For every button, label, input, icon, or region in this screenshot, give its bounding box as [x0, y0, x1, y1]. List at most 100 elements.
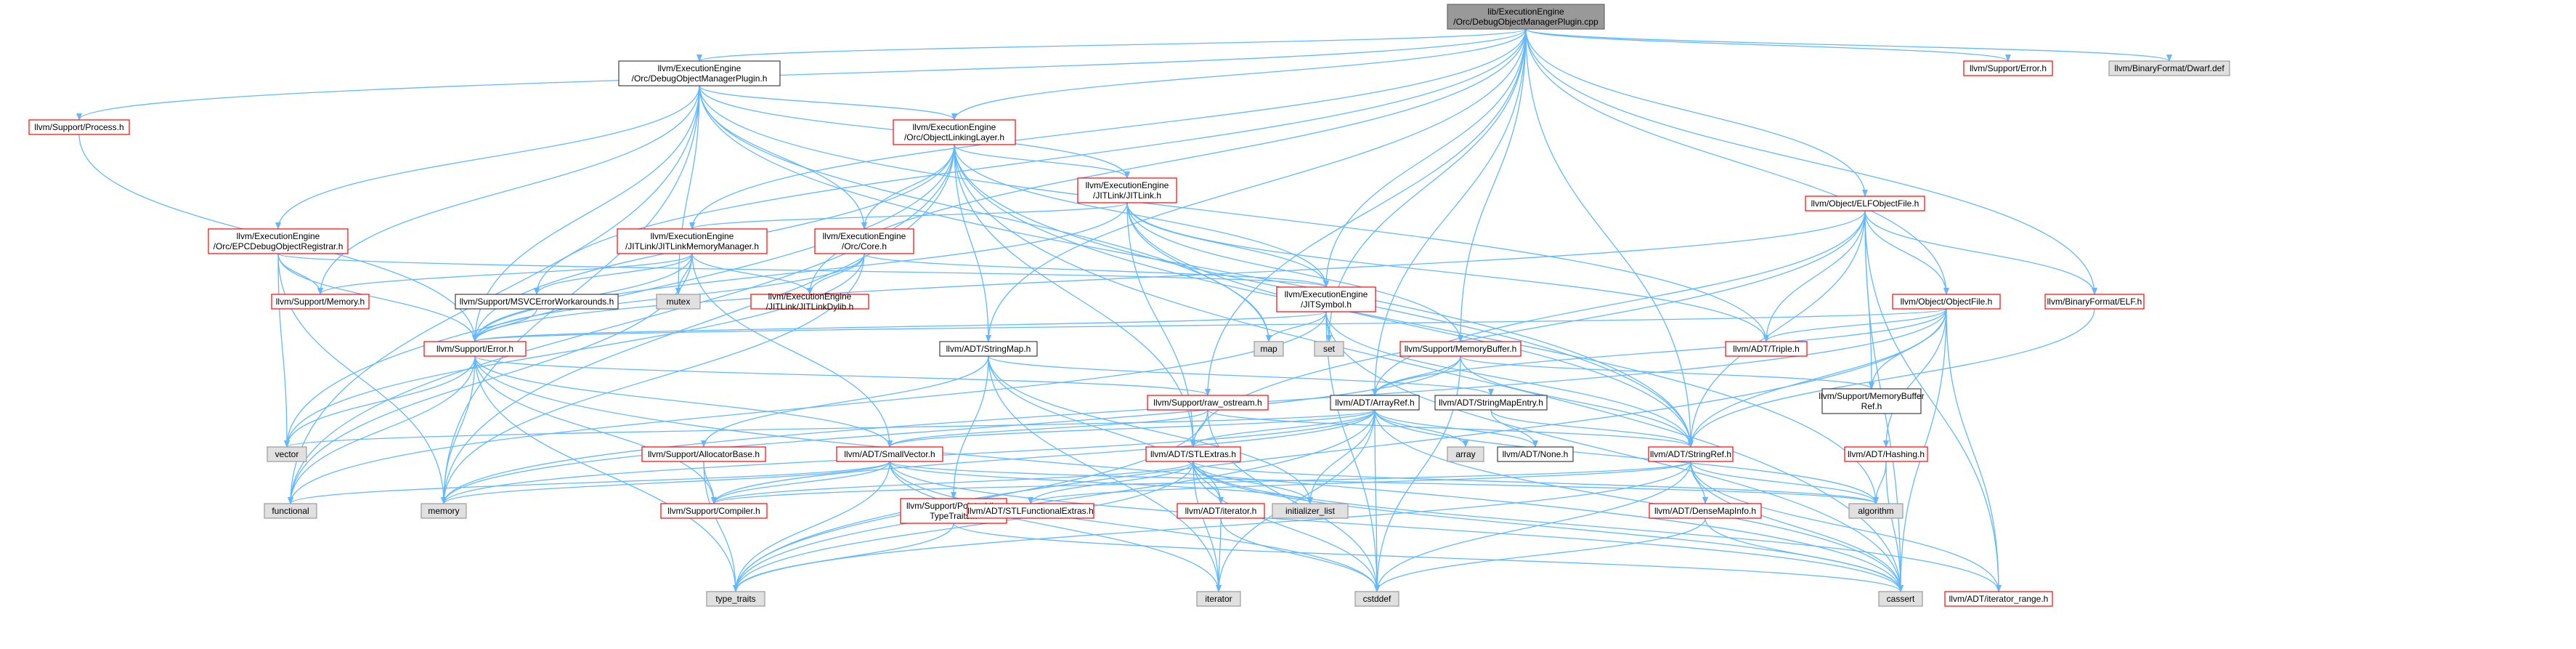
node-epcReg[interactable]: llvm/ExecutionEngine/Orc/EPCDebugObjectR… [208, 228, 349, 254]
node-strMap[interactable]: llvm/ADT/StringMap.h [939, 341, 1038, 357]
edge-adtIter-to-iterator [1216, 517, 1222, 592]
edge-smallVec-to-typeTraits [733, 461, 890, 592]
node-box [1648, 446, 1734, 462]
node-box [1272, 503, 1349, 519]
edge-elfObj-to-objFile [1864, 210, 1949, 295]
node-label: llvm/ADT/iterator.h [1185, 506, 1257, 516]
node-label: Ref.h [1861, 401, 1882, 411]
node-label: lib/ExecutionEngine [1487, 7, 1564, 17]
node-jitsym[interactable]: llvm/ExecutionEngine/JITSymbol.h [1276, 286, 1376, 313]
node-none[interactable]: llvm/ADT/None.h [1497, 446, 1574, 462]
edge-ptrLike-to-cassert [953, 523, 1903, 592]
node-compiler[interactable]: llvm/Support/Compiler.h [660, 503, 768, 519]
edge-memBuf-to-mbRef [1460, 355, 1874, 390]
edge-jitlink-to-map [1126, 202, 1272, 342]
node-msvc[interactable]: llvm/Support/MSVCErrorWorkarounds.h [455, 294, 619, 310]
node-dompH[interactable]: llvm/ExecutionEngine/Orc/DebugObjectMana… [618, 60, 781, 86]
edge-errorH-to-cassert [474, 355, 1903, 592]
node-adtIter[interactable]: llvm/ADT/iterator.h [1177, 503, 1265, 519]
edge-dompH-to-epcReg [275, 85, 700, 230]
node-denseMap[interactable]: llvm/ADT/DenseMapInfo.h [1649, 503, 1762, 519]
edge-errorH-to-vector [284, 355, 476, 448]
node-label: vector [275, 449, 299, 459]
edge-objLL-to-functional [288, 144, 955, 504]
node-iterRange[interactable]: llvm/ADT/iterator_range.h [1944, 591, 2053, 607]
node-objFile[interactable]: llvm/Object/ObjectFile.h [1892, 294, 2001, 310]
edge-smallVec-to-compiler [711, 461, 890, 504]
node-bfElf[interactable]: llvm/BinaryFormat/ELF.h [2044, 294, 2145, 310]
edge-objLL-to-jitlink [954, 144, 1130, 179]
edge-core-to-jitsym [864, 253, 1329, 288]
edge-elfObj-to-stlExtras [1190, 210, 1866, 448]
edge-objLL-to-strMap [954, 144, 991, 342]
node-label: llvm/ADT/StringMap.h [946, 344, 1031, 354]
edge-arrRef-to-cstddef [1373, 409, 1380, 592]
edge-objFile-to-arrRef [1372, 308, 1947, 396]
node-root[interactable]: lib/ExecutionEngine/Orc/DebugObjectManag… [1447, 4, 1605, 30]
node-jitlink[interactable]: llvm/ExecutionEngine/JITLink/JITLink.h [1077, 177, 1177, 203]
node-label: llvm/ExecutionEngine [768, 291, 852, 302]
node-allocB[interactable]: llvm/Support/AllocatorBase.h [641, 446, 766, 462]
node-jlmm[interactable]: llvm/ExecutionEngine/JITLink/JITLinkMemo… [617, 228, 768, 254]
edge-jlmm-to-jldylib [691, 253, 813, 295]
node-label: memory [428, 506, 459, 516]
node-smallVec[interactable]: llvm/ADT/SmallVector.h [836, 446, 943, 462]
edge-arrRef-to-array [1374, 409, 1468, 448]
node-box [1649, 503, 1762, 519]
node-box [1330, 395, 1420, 411]
edge-stlExtras-to-iterator [1192, 461, 1222, 592]
node-process[interactable]: llvm/Support/Process.h [28, 119, 130, 135]
node-triple[interactable]: llvm/ADT/Triple.h [1725, 341, 1808, 357]
edge-strMap-to-initList [988, 355, 1313, 504]
node-errorH[interactable]: llvm/Support/Error.h [423, 341, 527, 357]
edge-root-to-jlmm [689, 28, 1527, 230]
edge-smeH-to-none [1490, 409, 1538, 448]
node-smeH[interactable]: llvm/ADT/StringMapEntry.h [1434, 395, 1548, 411]
node-label: llvm/Support/Memory.h [276, 297, 365, 307]
node-label: llvm/ExecutionEngine [237, 231, 320, 241]
edge-objLL-to-jitsym [954, 144, 1329, 288]
node-label: llvm/Support/MSVCErrorWorkarounds.h [460, 297, 614, 307]
node-objLL[interactable]: llvm/ExecutionEngine/Orc/ObjectLinkingLa… [893, 119, 1016, 145]
node-hashing[interactable]: llvm/ADT/Hashing.h [1844, 446, 1928, 462]
edge-dompH-to-supMem [317, 85, 700, 295]
edge-elfObj-to-arrRef [1372, 210, 1866, 396]
node-box [28, 119, 130, 135]
node-supMem[interactable]: llvm/Support/Memory.h [271, 294, 370, 310]
node-array: array [1447, 446, 1484, 462]
node-memBuf[interactable]: llvm/Support/MemoryBuffer.h [1399, 341, 1521, 357]
edge-root-to-elfObj [1525, 28, 1868, 197]
edge-root-to-objLL [951, 28, 1527, 121]
node-rawOs[interactable]: llvm/Support/raw_ostream.h [1147, 395, 1269, 411]
edge-denseMap-to-cassert [1705, 517, 1903, 592]
node-box [1848, 503, 1903, 519]
node-supErr[interactable]: llvm/Support/Error.h [1963, 60, 2053, 76]
node-box [1944, 591, 2053, 607]
node-arrRef[interactable]: llvm/ADT/ArrayRef.h [1330, 395, 1420, 411]
node-strRef[interactable]: llvm/ADT/StringRef.h [1648, 446, 1734, 462]
node-label: llvm/Object/ELFObjectFile.h [1811, 198, 1919, 209]
node-jldylib[interactable]: llvm/ExecutionEngine/JITLink/JITLinkDyli… [750, 291, 869, 312]
node-box [1447, 446, 1484, 462]
edge-objFile-to-hashing [1883, 308, 1947, 448]
edge-stlExtras-to-typeTraits [733, 461, 1194, 592]
node-box [208, 228, 349, 254]
node-stlExtras[interactable]: llvm/ADT/STLExtras.h [1145, 446, 1241, 462]
node-box [1399, 341, 1521, 357]
node-elfObj[interactable]: llvm/Object/ELFObjectFile.h [1805, 195, 1925, 211]
node-core[interactable]: llvm/ExecutionEngine/Orc/Core.h [814, 228, 914, 254]
node-box [2044, 294, 2145, 310]
edge-errorH-to-rawOs [474, 355, 1211, 396]
edge-jitlink-to-strRef [1126, 202, 1694, 448]
edge-root-to-strMap [986, 28, 1527, 342]
node-set: set [1314, 341, 1344, 357]
edge-objFile-to-errorH [472, 308, 1947, 342]
node-label: llvm/ExecutionEngine [1285, 289, 1368, 299]
node-label: llvm/ADT/StringMapEntry.h [1439, 398, 1543, 408]
node-label: llvm/ExecutionEngine [651, 231, 734, 241]
node-label: llvm/Support/MemoryBuffer.h [1405, 344, 1517, 354]
edge-errorH-to-compiler [474, 355, 717, 504]
node-stlFunc[interactable]: llvm/ADT/STLFunctionalExtras.h [967, 503, 1094, 519]
edge-errorH-to-functional [288, 355, 476, 504]
